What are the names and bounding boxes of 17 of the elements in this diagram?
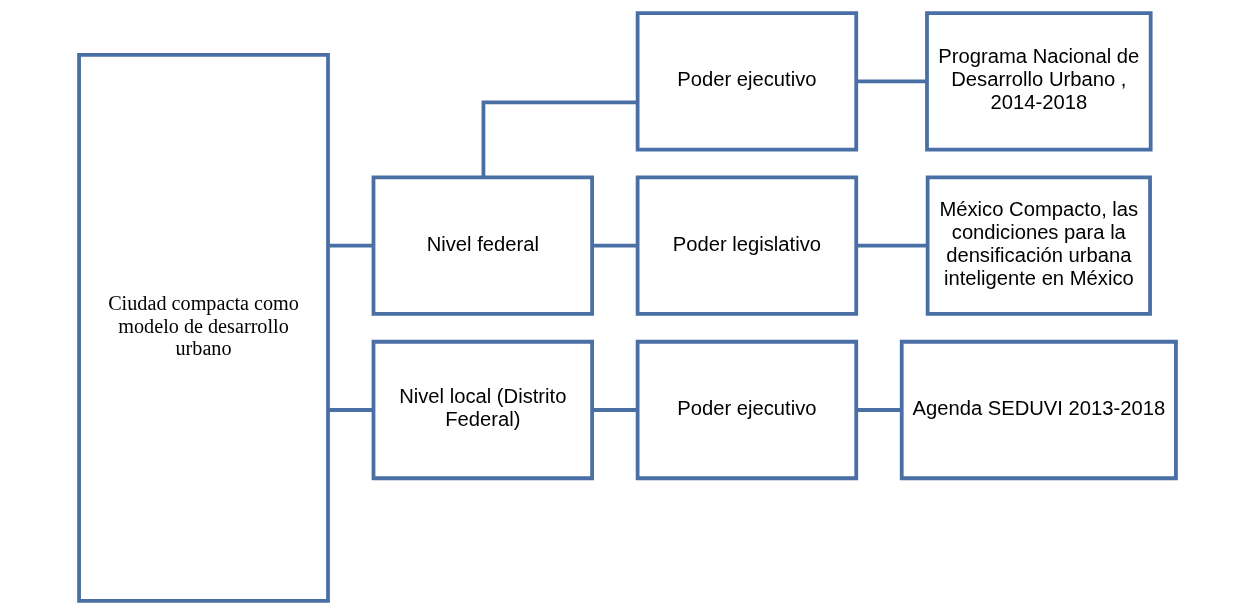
connector xyxy=(855,79,927,84)
node-box: Nivel federal xyxy=(371,175,594,316)
connector xyxy=(591,408,637,412)
node-box: Agenda SEDUVI 2013-2018 xyxy=(899,339,1178,481)
node-box: Nivel local (Distrito Federal) xyxy=(371,339,594,481)
connector xyxy=(327,408,373,412)
connector xyxy=(481,100,637,178)
node-box: Poder ejecutivo xyxy=(635,339,858,481)
node-box: Ciudad compacta como modelo de desarrollo urbano xyxy=(76,53,330,603)
connector xyxy=(591,243,637,248)
node-box: Poder legislativo xyxy=(635,175,858,316)
connector xyxy=(855,243,927,248)
connector xyxy=(327,243,373,248)
node-box: Programa Nacional de Desarrollo Urbano , 2014-2018 xyxy=(924,11,1153,152)
connector xyxy=(855,408,902,412)
node-box: México Compacto, las condiciones para la densificación urbana inteligente en México xyxy=(925,175,1152,316)
node-box: Poder ejecutivo xyxy=(635,11,858,152)
